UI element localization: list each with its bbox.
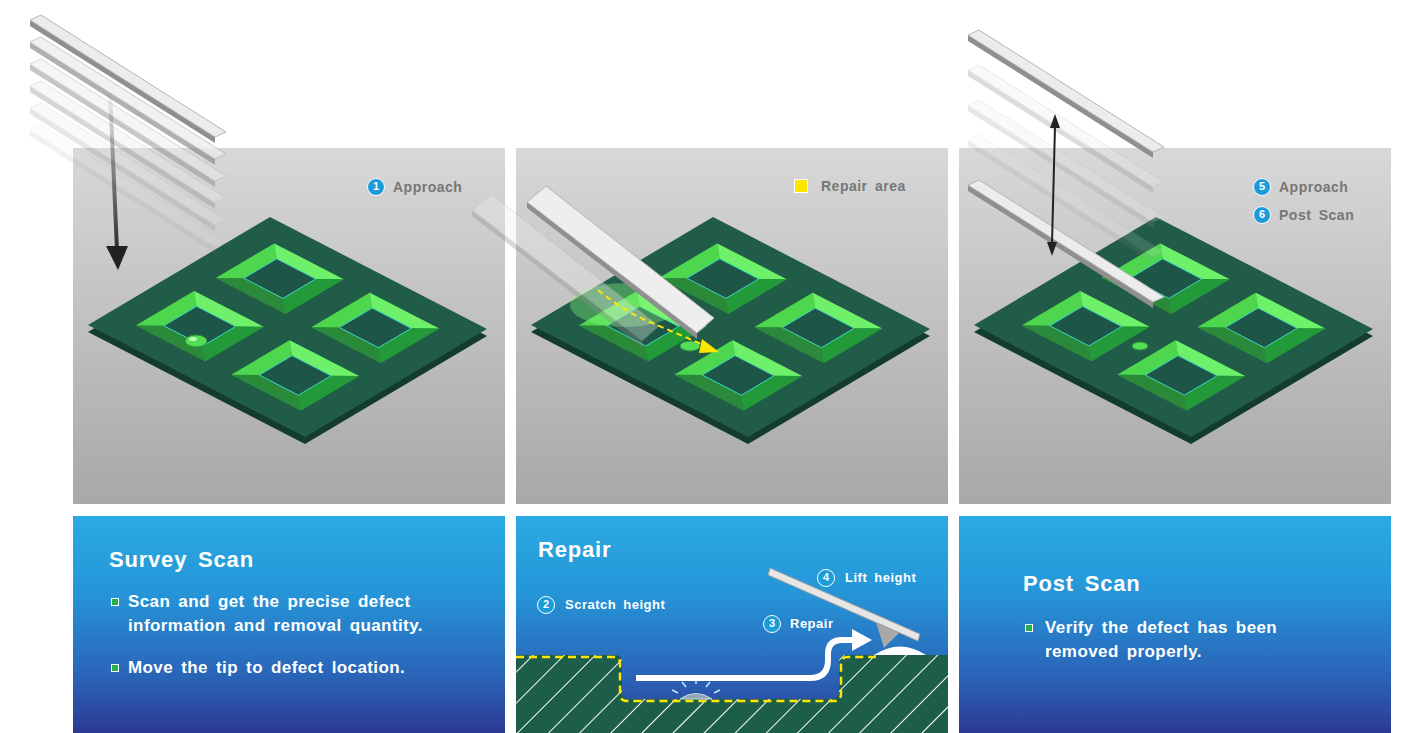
step-label: Scratch height (565, 597, 665, 613)
bullet-icon (111, 598, 119, 606)
info-panel: Repair (516, 516, 948, 733)
illustration-part (768, 568, 920, 641)
legend-swatch (794, 179, 808, 193)
bullet-item: Scan and get the precise defect informat… (109, 590, 463, 638)
bullet-icon (111, 664, 119, 672)
callout-number: 6 (1253, 206, 1271, 224)
step-label: Lift height (845, 570, 916, 586)
illustration-part (1052, 126, 1055, 244)
illustration-part (968, 180, 1164, 308)
illustration-part (672, 690, 678, 693)
illustration-part (189, 337, 197, 341)
illustration-part (30, 15, 226, 143)
illustration-part (1050, 114, 1060, 128)
bullet-item: Move the tip to defect location. (109, 656, 463, 680)
illustration-part (516, 148, 948, 504)
illustration-part (527, 202, 697, 339)
illustration-part (852, 629, 872, 651)
bullet-icon (1025, 624, 1033, 632)
illustration-part (636, 640, 854, 678)
illustration-part (106, 246, 128, 270)
callout-number: 2 (537, 596, 555, 614)
illustration-part (682, 682, 686, 687)
step-label: Repair (790, 616, 833, 632)
bullet-text: Verify the defect has been removed prope… (1045, 616, 1335, 664)
illustration-part (714, 690, 720, 693)
illustration-part (598, 290, 706, 346)
illustration-part (82, 217, 494, 444)
info-panel: Post ScanVerify the defect has been remo… (959, 516, 1391, 733)
step-label: Post Scan (1279, 207, 1354, 223)
illustration-part (680, 694, 712, 700)
panel-heading: Survey Scan (109, 546, 505, 574)
illustration-part (874, 647, 926, 656)
callout-number: 4 (817, 569, 835, 587)
illustration-part (516, 655, 948, 733)
callout-number: 5 (1253, 178, 1271, 196)
illustration-part (527, 186, 714, 333)
info-panel: Survey ScanScan and get the precise defe… (73, 516, 505, 733)
illustration-part (959, 148, 1391, 504)
bullet-text: Scan and get the precise defect informat… (128, 590, 463, 638)
legend-text: Repair area (821, 178, 906, 194)
step-label: Approach (1279, 179, 1348, 195)
illustration-part (706, 682, 710, 687)
panel-heading: Repair (538, 536, 948, 564)
illustration-part (968, 217, 1380, 444)
illustration-part (968, 30, 1164, 158)
illustration-part (699, 339, 719, 353)
callout-number: 3 (763, 615, 781, 633)
illustration-part (1047, 242, 1057, 256)
panel-heading: Post Scan (1023, 570, 1391, 598)
illustration-part (30, 37, 226, 165)
bullet-text: Move the tip to defect location. (128, 656, 463, 680)
bullet-item: Verify the defect has been removed prope… (1023, 616, 1335, 664)
callout-number: 1 (367, 178, 385, 196)
illustration-part (1132, 342, 1148, 350)
illustration-part (185, 335, 207, 347)
illustration-part (108, 92, 119, 250)
step-label: Approach (393, 179, 462, 195)
